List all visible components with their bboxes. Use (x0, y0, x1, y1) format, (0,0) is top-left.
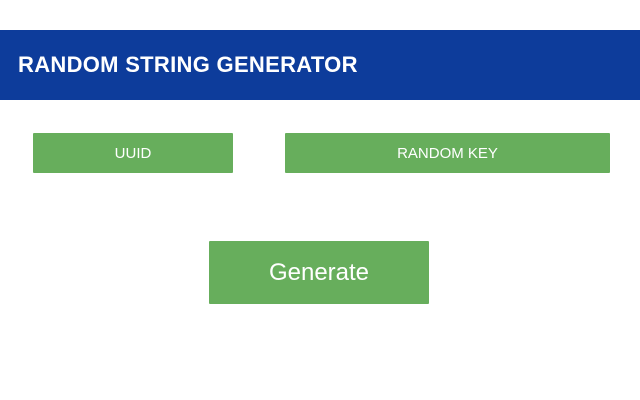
app-header: RANDOM STRING GENERATOR (0, 30, 640, 100)
generate-button[interactable]: Generate (209, 241, 429, 304)
random-key-button[interactable]: RANDOM KEY (285, 133, 610, 173)
uuid-button[interactable]: UUID (33, 133, 233, 173)
page-title: RANDOM STRING GENERATOR (18, 52, 358, 77)
